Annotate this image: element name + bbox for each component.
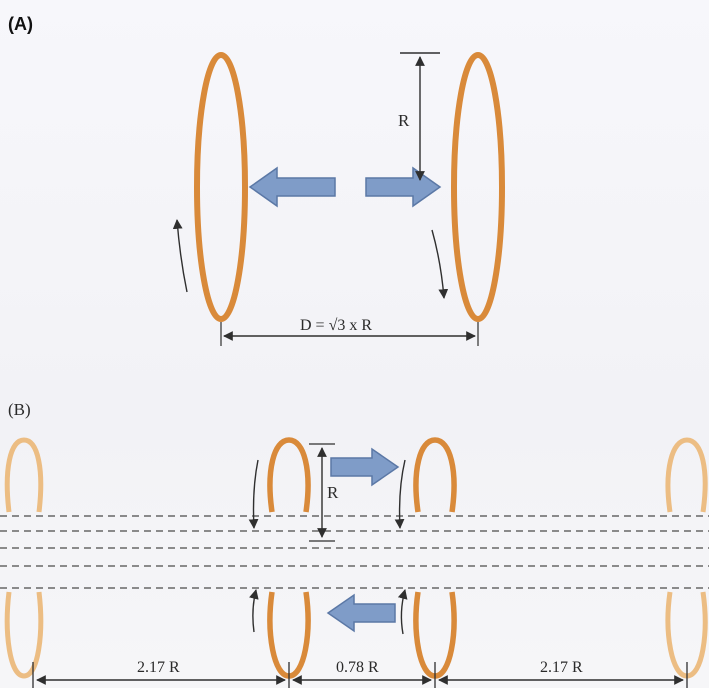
- panel-a-distance-label: D = √3 x R: [300, 317, 372, 334]
- panel-b-coil-far-left: [4, 437, 44, 679]
- panel-b-bottom-force-arrow: [326, 593, 396, 633]
- panel-b-current-arrow-right-bottom: [397, 589, 408, 635]
- panel-b-gap-middle-label: 0.78 R: [336, 659, 379, 676]
- panel-a-left-coil: [194, 52, 248, 322]
- panel-a-right-coil: [451, 52, 505, 322]
- panel-a-right-current-arrow: [431, 229, 449, 299]
- panel-b-label: (B): [8, 400, 31, 419]
- panel-b-radius-label: R: [327, 483, 339, 502]
- panel-b-gap-extensions: [32, 662, 688, 688]
- panel-a-left-current-arrow: [172, 219, 188, 293]
- panel-b-coil-far-right: [665, 437, 708, 679]
- panel-a-label: (A): [8, 14, 33, 34]
- panel-b-gap-right-label: 2.17 R: [540, 659, 583, 676]
- panel-b-current-arrow-left-top: [248, 459, 259, 529]
- panel-b-top-force-arrow: [330, 447, 400, 487]
- panel-a-right-force-arrow: [365, 166, 442, 208]
- panel-b-coil-inner-left: [267, 437, 311, 679]
- panel-b-current-arrow-left-bottom: [249, 589, 259, 633]
- panel-a-distance-label-bg: [296, 312, 402, 334]
- panel-b-coil-inner-right: [413, 437, 457, 679]
- panel-a-radius-label: R: [398, 111, 410, 130]
- panel-b-gap-left-label: 2.17 R: [137, 659, 180, 676]
- panel-b-field-lines: [0, 515, 709, 589]
- panel-a-left-force-arrow: [248, 166, 336, 208]
- panel-b-current-arrow-right-top: [394, 459, 406, 529]
